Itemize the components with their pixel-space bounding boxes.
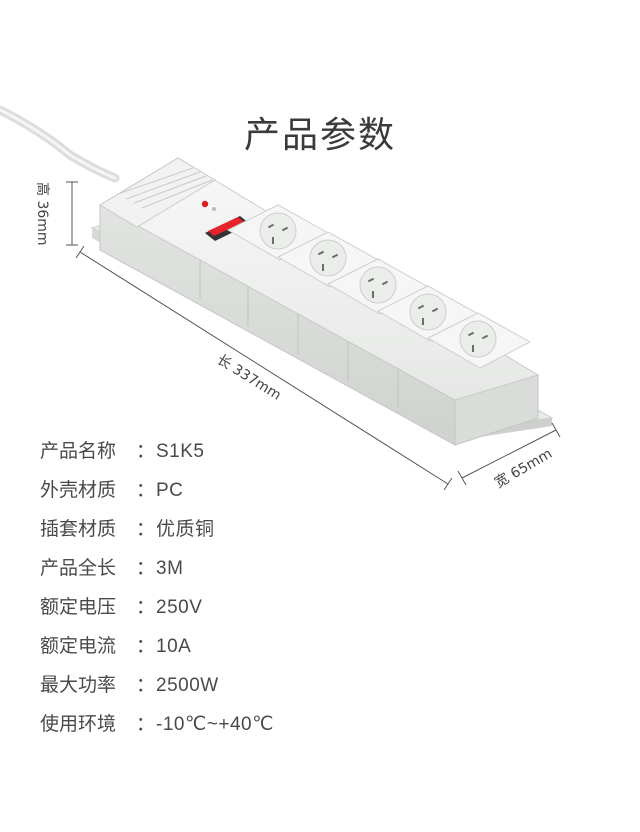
spec-value: PC [156,480,184,501]
spec-value: 10A [156,636,192,657]
spec-row-product-name: 产品名称 ：S1K5 [40,438,274,477]
spec-row-socket-material: 插套材质 ：优质铜 [40,516,274,555]
spec-colon: ： [136,674,156,696]
spec-value: 250V [156,597,203,618]
spec-label: 产品全长 [40,557,117,579]
spec-value: 3M [156,558,184,579]
width-label: 宽 65mm [492,445,556,491]
socket-modules [226,204,532,369]
spec-row-environment: 使用环境 ：-10℃~+40℃ [40,711,274,750]
spec-value: -10℃~+40℃ [156,714,274,735]
socket-5 [426,312,532,369]
spec-row-shell-material: 外壳材质 ：PC [40,477,274,516]
power-strip-illustration: 高 36mm 长 337mm 宽 65mm [0,105,561,491]
spec-value: S1K5 [156,441,205,462]
height-label: 高 36mm [34,182,51,246]
spec-row-max-power: 最大功率 ：2500W [40,672,274,711]
width-dimension [457,422,561,486]
spec-label: 使用环境 [40,713,117,735]
spec-colon: ： [136,440,156,462]
power-switch [205,216,250,241]
spec-colon: ： [136,518,156,540]
spec-colon: ： [136,713,156,735]
spec-colon: ： [136,635,156,657]
end-cap [99,157,216,228]
spec-colon: ： [136,596,156,618]
spec-label: 最大功率 [40,674,117,696]
spec-row-rated-current: 额定电流 ：10A [40,633,274,672]
spec-value: 2500W [156,675,219,696]
indicator-light [201,200,209,208]
spec-label: 额定电压 [40,596,117,618]
spec-label: 额定电流 [40,635,117,657]
spec-colon: ： [136,557,156,579]
height-dimension [66,181,78,246]
spec-label: 插套材质 [40,518,117,540]
spec-colon: ： [136,479,156,501]
spec-row-total-length: 产品全长 ：3M [40,555,274,594]
spec-label: 产品名称 [40,440,117,462]
spec-row-rated-voltage: 额定电压 ：250V [40,594,274,633]
page-title: 产品参数 [243,115,396,156]
spec-list: 产品名称：S1K5 外壳材质：PC 插套材质：优质铜 产品全长：3M 额定电压：… [40,438,274,750]
spec-value: 优质铜 [156,519,215,540]
spec-label: 外壳材质 [40,479,117,501]
length-label: 长 337mm [214,352,284,404]
length-dimension [75,245,453,491]
